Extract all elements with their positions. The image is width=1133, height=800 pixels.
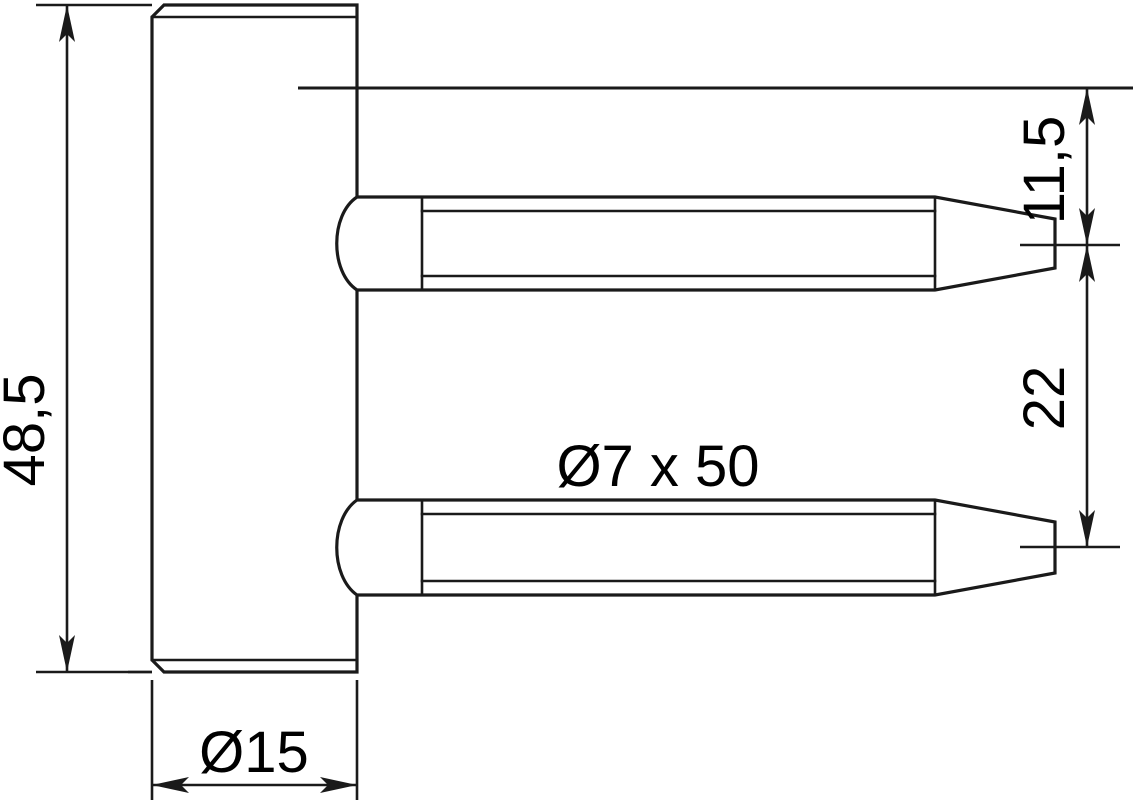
hinge-plate-body — [150, 3, 359, 674]
lower-pin-outline — [335, 498, 1057, 597]
dimension-label-22: 22 — [1012, 366, 1077, 431]
dimension-label-diameter: Ø15 — [199, 720, 309, 785]
arrowhead-diameter-left — [152, 777, 189, 793]
dimension-label-11-5: 11,5 — [1012, 116, 1077, 225]
upper-pin-outline — [335, 195, 1057, 292]
hinge-plate-group — [150, 3, 359, 674]
dimension-overall-height: 48,5 — [0, 3, 152, 674]
dimension-label-pin-spec: Ø7 x 50 — [556, 434, 759, 499]
arrowhead-11-5-down — [1079, 208, 1095, 245]
arrowhead-22-up — [1079, 245, 1095, 282]
arrowhead-diameter-right — [320, 777, 357, 793]
dimension-pin-spacing: 22 — [1012, 245, 1120, 549]
upper-pin-group — [335, 195, 1057, 292]
arrowhead-up — [59, 5, 75, 42]
arrowhead-22-down — [1079, 510, 1095, 547]
dimension-label-height: 48,5 — [0, 374, 57, 487]
lower-pin-group — [335, 498, 1057, 597]
arrowhead-11-5-up — [1079, 88, 1095, 125]
dimension-top-to-upper-pin: 11,5 — [1012, 88, 1120, 247]
dimension-plate-diameter: Ø15 — [128, 670, 359, 800]
arrowhead-down — [59, 635, 75, 672]
